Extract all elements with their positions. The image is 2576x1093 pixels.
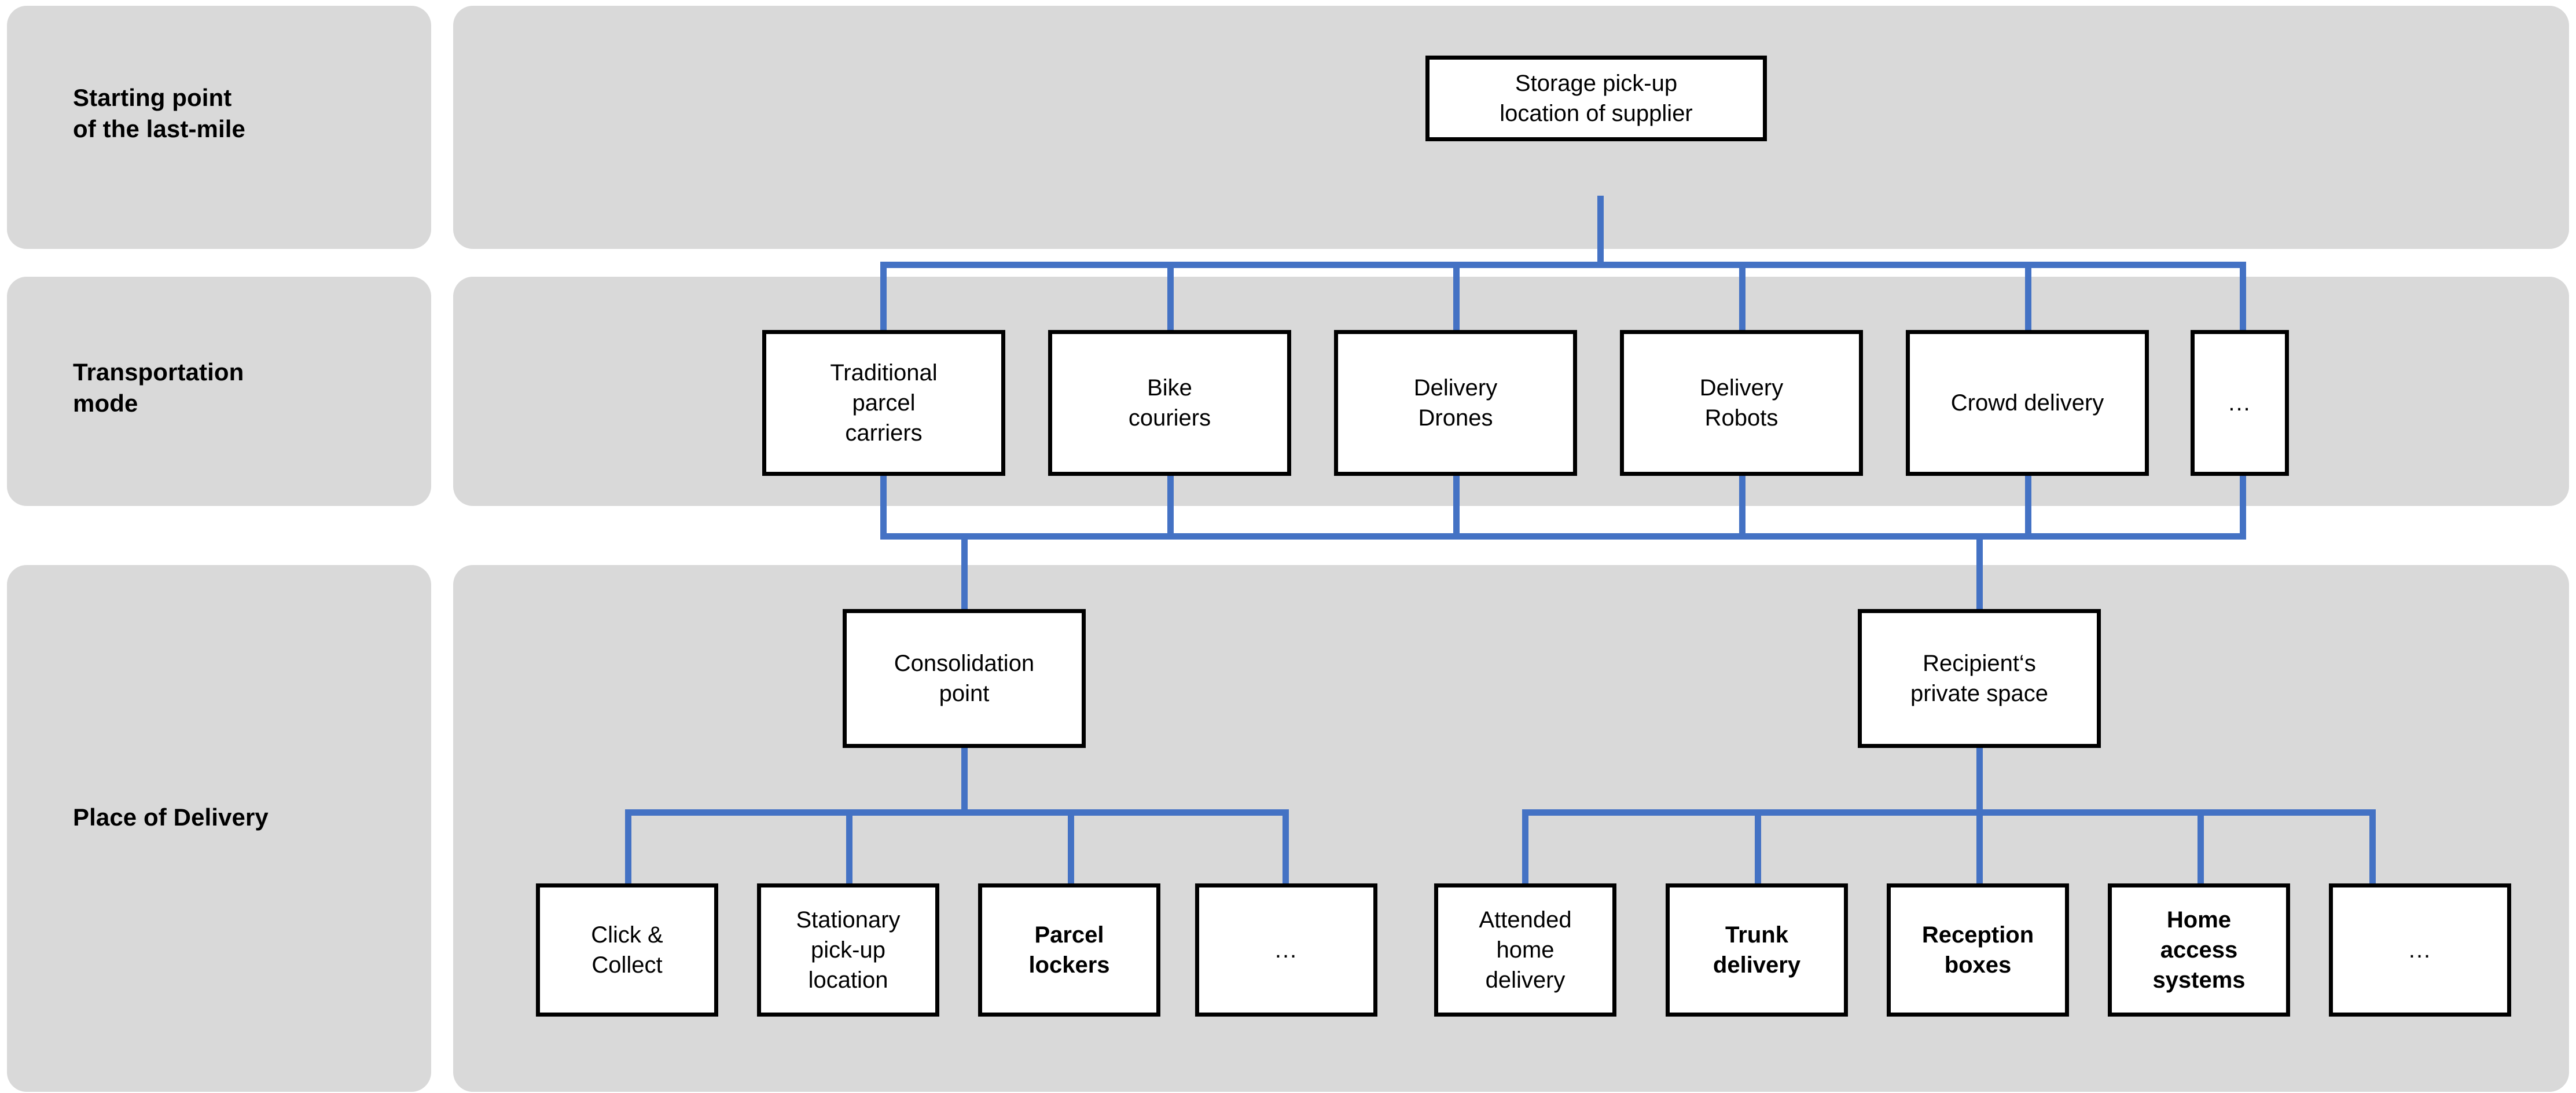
node-reception-boxes-line1: Reception <box>1921 922 2034 948</box>
node-bike-couriers[interactable]: Bike couriers <box>1048 330 1291 476</box>
node-consolidation-point[interactable]: Consolidation point <box>843 609 1086 748</box>
connector-drop-l3-private-space <box>1976 533 1983 611</box>
node-delivery-robots[interactable]: Delivery Robots <box>1620 330 1863 476</box>
row-label-starting-point: Starting point of the last-mile <box>73 82 420 145</box>
node-parcel-lockers-line2: lockers <box>1028 952 1110 978</box>
node-transportation-mode-ellipsis[interactable]: ... <box>2191 330 2289 476</box>
connector-stem-private-space <box>1976 746 1983 812</box>
connector-drop-l2-4 <box>1739 262 1745 332</box>
row-label-transportation-mode: Transportation mode <box>73 357 420 419</box>
node-delivery-drones-line1: Delivery <box>1413 375 1498 401</box>
connector-drop-l2-6 <box>2240 262 2246 332</box>
node-delivery-drones-line2: Drones <box>1418 405 1493 431</box>
node-crowd-delivery-label: Crowd delivery <box>1950 390 2104 416</box>
node-trunk-delivery-line1: Trunk <box>1725 922 1788 948</box>
connector-riser-l2-6 <box>2240 475 2246 538</box>
connector-riser-l2-3 <box>1453 475 1460 538</box>
connector-riser-l2-1 <box>880 475 887 538</box>
node-consolidation-point-line1: Consolidation <box>894 651 1035 676</box>
connector-riser-l2-4 <box>1739 475 1745 538</box>
node-storage-pickup-location[interactable]: Storage pick-up location of supplier <box>1425 56 1767 141</box>
node-consolidation-point-line2: point <box>939 681 990 706</box>
row-label-starting-point-line1: Starting point <box>73 84 232 111</box>
node-delivery-robots-line1: Delivery <box>1699 375 1784 401</box>
node-delivery-robots-line2: Robots <box>1704 405 1778 431</box>
node-recipients-private-space-line1: Recipient‘s <box>1923 651 2036 676</box>
node-attended-home-delivery-line1: Attended <box>1479 907 1572 933</box>
connector-drop-l4-reception-boxes <box>1976 809 1983 886</box>
connector-drop-l4-home-access <box>2197 809 2204 886</box>
node-stationary-pickup-location-line3: location <box>808 967 888 993</box>
connector-drop-l4-trunk-delivery <box>1755 809 1761 886</box>
node-bike-couriers-line2: couriers <box>1128 405 1211 431</box>
node-attended-home-delivery-line3: delivery <box>1485 967 1566 993</box>
node-attended-home-delivery[interactable]: Attended home delivery <box>1434 883 1616 1017</box>
row-label-band-transportation-mode <box>7 277 431 506</box>
node-transportation-mode-ellipsis-label: ... <box>2228 390 2251 416</box>
node-stationary-pickup-location-line2: pick-up <box>811 937 885 963</box>
connector-level3-bus <box>880 533 2246 540</box>
row-label-band-place-of-delivery <box>7 565 431 1092</box>
node-home-access-systems-line2: access <box>2160 937 2238 963</box>
connector-drop-l4-parcel-lockers <box>1068 809 1074 886</box>
node-stationary-pickup-location-line1: Stationary <box>796 907 901 933</box>
row-label-transportation-mode-line1: Transportation <box>73 358 244 386</box>
node-click-and-collect-line1: Click & <box>591 922 663 948</box>
connector-riser-l2-2 <box>1167 475 1174 538</box>
connector-drop-l3-consolidation <box>961 533 968 611</box>
node-click-and-collect[interactable]: Click & Collect <box>536 883 718 1017</box>
node-parcel-lockers[interactable]: Parcel lockers <box>978 883 1160 1017</box>
node-trunk-delivery-line2: delivery <box>1713 952 1801 978</box>
row-label-place-of-delivery: Place of Delivery <box>73 802 420 833</box>
connector-drop-l2-3 <box>1453 262 1460 332</box>
node-reception-boxes[interactable]: Reception boxes <box>1887 883 2069 1017</box>
node-recipients-private-space-line2: private space <box>1910 681 2048 706</box>
connector-drop-l4-click-collect <box>625 809 631 886</box>
node-storage-pickup-location-line2: location of supplier <box>1500 101 1693 126</box>
node-bike-couriers-line1: Bike <box>1147 375 1192 401</box>
connector-drop-l4-right-ellipsis <box>2369 809 2376 886</box>
node-home-access-systems-line1: Home <box>2166 907 2232 933</box>
node-consolidation-children-ellipsis-label: ... <box>1274 937 1298 963</box>
node-home-access-systems-line3: systems <box>2152 967 2246 993</box>
node-traditional-parcel-carriers-line1: Traditional <box>830 360 938 386</box>
node-traditional-parcel-carriers[interactable]: Traditional parcel carriers <box>762 330 1005 476</box>
node-recipients-private-space[interactable]: Recipient‘s private space <box>1858 609 2101 748</box>
node-home-access-systems[interactable]: Home access systems <box>2108 883 2290 1017</box>
connector-drop-l2-2 <box>1167 262 1174 332</box>
node-crowd-delivery[interactable]: Crowd delivery <box>1906 330 2149 476</box>
connector-riser-l2-5 <box>2025 475 2031 538</box>
node-private-space-children-ellipsis[interactable]: ... <box>2329 883 2511 1017</box>
node-consolidation-children-ellipsis[interactable]: ... <box>1195 883 1377 1017</box>
node-delivery-drones[interactable]: Delivery Drones <box>1334 330 1577 476</box>
connector-stem-consolidation <box>961 746 968 812</box>
node-traditional-parcel-carriers-line3: carriers <box>845 420 923 446</box>
connector-level4-left-bus <box>625 809 1289 816</box>
node-click-and-collect-line2: Collect <box>591 952 663 978</box>
row-label-starting-point-line2: of the last-mile <box>73 115 245 142</box>
connector-drop-l4-attended-home <box>1522 809 1528 886</box>
node-reception-boxes-line2: boxes <box>1944 952 2012 978</box>
connector-drop-l4-left-ellipsis <box>1283 809 1289 886</box>
node-storage-pickup-location-line1: Storage pick-up <box>1515 71 1678 96</box>
connector-drop-l2-1 <box>880 262 887 332</box>
connector-drop-l2-5 <box>2025 262 2031 332</box>
node-private-space-children-ellipsis-label: ... <box>2408 937 2432 963</box>
node-parcel-lockers-line1: Parcel <box>1034 922 1104 948</box>
connector-level2-bus <box>880 262 2246 268</box>
row-label-place-of-delivery-line1: Place of Delivery <box>73 804 269 831</box>
connector-drop-l4-stationary-pickup <box>846 809 852 886</box>
node-trunk-delivery[interactable]: Trunk delivery <box>1666 883 1848 1017</box>
node-traditional-parcel-carriers-line2: parcel <box>852 390 916 416</box>
row-label-band-starting-point <box>7 6 431 249</box>
connector-level4-right-bus <box>1522 809 2376 816</box>
node-attended-home-delivery-line2: home <box>1496 937 1555 963</box>
row-label-transportation-mode-line2: mode <box>73 389 138 417</box>
node-stationary-pickup-location[interactable]: Stationary pick-up location <box>757 883 939 1017</box>
connector-root-stem <box>1597 196 1604 265</box>
